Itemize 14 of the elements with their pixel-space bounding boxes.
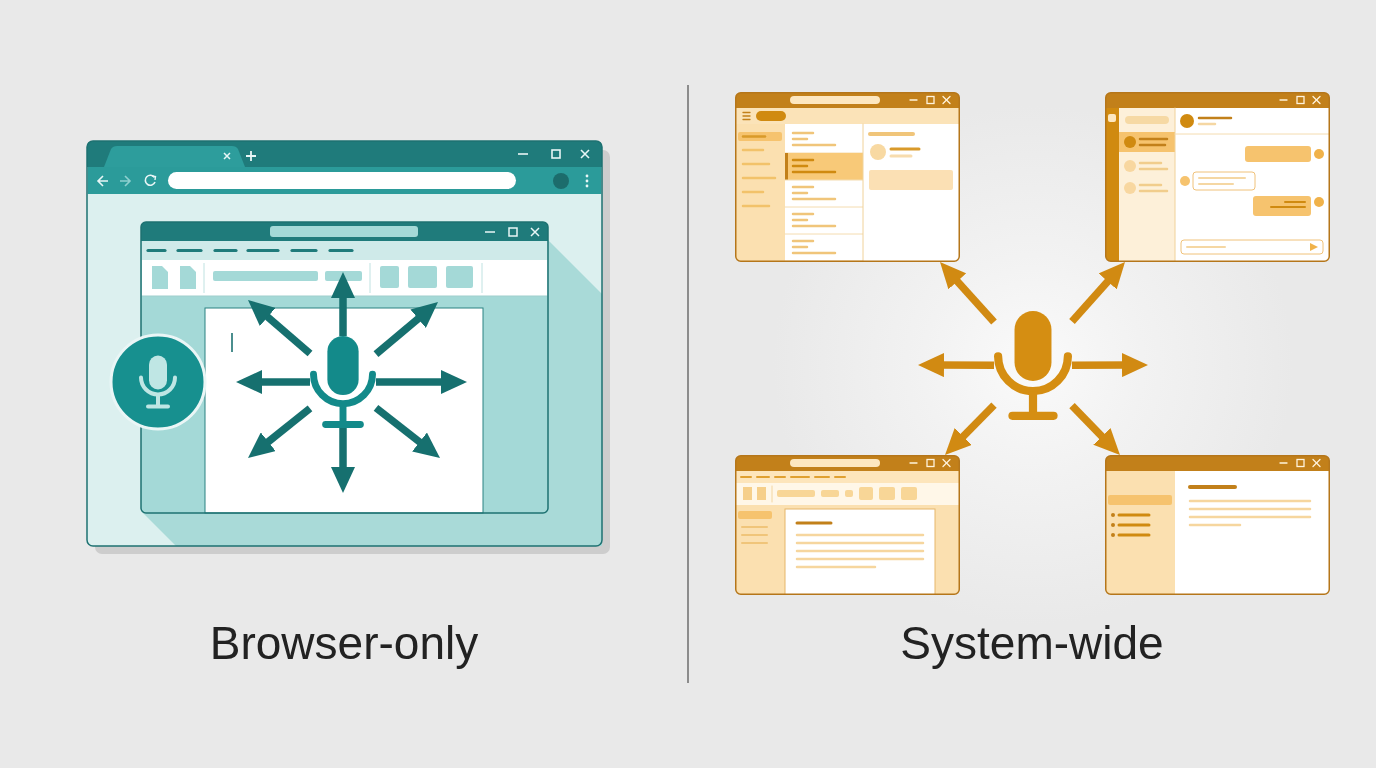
microphone-icon [310, 336, 376, 428]
arrow [1069, 259, 1128, 325]
arrow [245, 405, 313, 461]
arrow [942, 402, 997, 458]
app-window [735, 92, 960, 262]
arrow [245, 297, 313, 357]
arrow [373, 299, 441, 358]
panel-label: System-wide [900, 617, 1164, 670]
microphone-icon [994, 311, 1072, 420]
app-window [1105, 455, 1330, 595]
arrow [373, 404, 443, 461]
arrow [331, 272, 355, 336]
arrow [1069, 403, 1123, 458]
panel-label: Browser-only [209, 617, 479, 670]
